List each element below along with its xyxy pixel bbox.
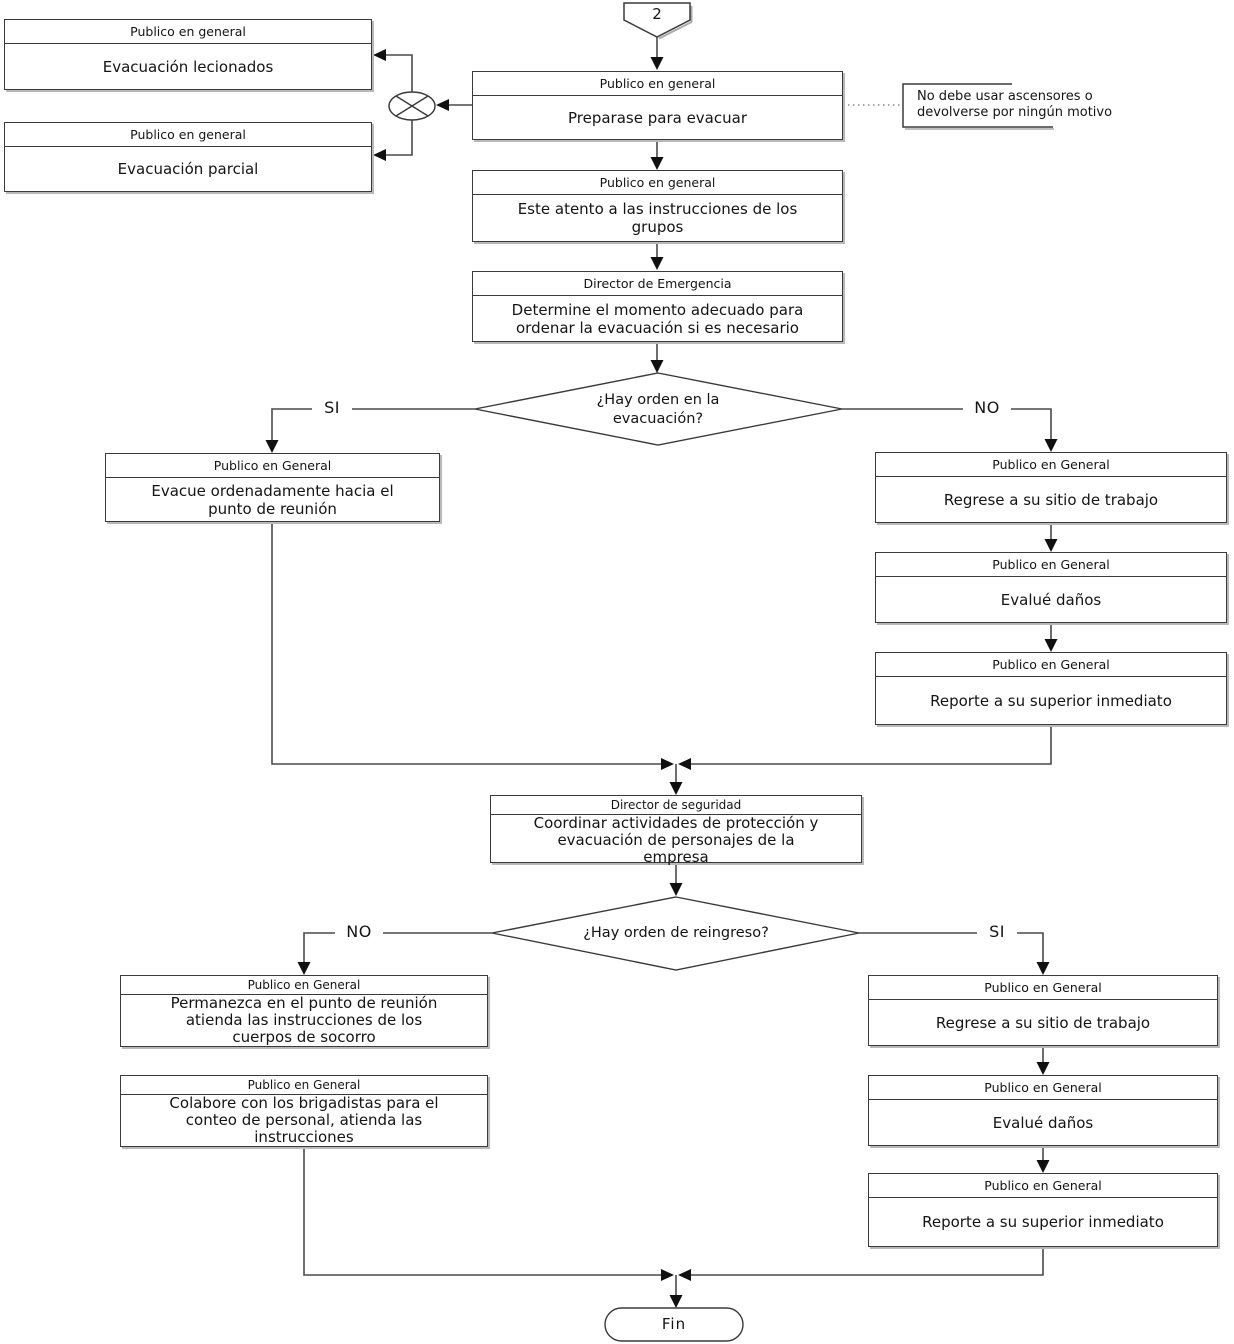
- node-action-text: Reporte a su superior inmediato: [922, 1213, 1164, 1231]
- arrowhead-icon: [661, 1269, 674, 1281]
- node-action-text: Evacuación parcial: [117, 160, 259, 178]
- connector-line: [859, 932, 1044, 963]
- node-role-header: Publico en general: [473, 72, 842, 96]
- node-action-text: Coordinar actividades de protección y ev…: [533, 814, 819, 866]
- arrowheads: [265, 49, 1058, 1308]
- offpage-connector-label: 2: [652, 5, 662, 23]
- terminator-fin-shape: [604, 1307, 744, 1342]
- node-role-header: Publico en General: [869, 1174, 1217, 1198]
- arrowhead-icon: [1036, 1160, 1050, 1173]
- node-role-header: Publico en General: [106, 454, 439, 478]
- arrowhead-icon: [1044, 539, 1058, 552]
- node-role-header: Director de Emergencia: [473, 272, 842, 296]
- node-role-header: Publico en general: [5, 123, 371, 147]
- decision-question-reingreso: ¿Hay orden de reingreso?: [583, 925, 769, 941]
- arrowhead-icon: [297, 962, 311, 975]
- connector-line: [303, 1147, 661, 1276]
- arrowhead-icon: [650, 360, 664, 373]
- node-action-text: Evacue ordenadamente hacia el punto de r…: [151, 481, 394, 518]
- connector-line: [691, 725, 1052, 765]
- node-evacuacion-parcial: Publico en general Evacuación parcial: [4, 122, 372, 192]
- node-role-header: Publico en General: [121, 976, 487, 995]
- node-action-text: Regrese a su sitio de trabajo: [935, 1013, 1151, 1032]
- node-action-text: Colabore con los brigadistas para el con…: [169, 1094, 439, 1146]
- arrowhead-icon: [265, 440, 279, 453]
- connector-line: [303, 932, 492, 963]
- connector-line: [842, 408, 1052, 440]
- node-action-text: Evacuación lecionados: [102, 57, 274, 76]
- node-evacuacion-lecionados: Publico en general Evacuación lecionados: [4, 19, 372, 90]
- arrowhead-icon: [373, 149, 386, 161]
- connector-line: [691, 1247, 1044, 1276]
- node-action-text: Este atento a las instrucciones de los g…: [517, 200, 798, 236]
- decision-diamond-evacuacion: [474, 372, 843, 446]
- node-regrese-trabajo-1: Publico en General Regrese a su sitio de…: [875, 452, 1227, 523]
- node-action-text: Evalué daños: [1000, 590, 1102, 609]
- arrowhead-icon: [436, 99, 449, 111]
- branch-label-si-2: SI: [977, 921, 1017, 941]
- crossed-circle-junction-icon: [388, 91, 436, 121]
- pentagon-shadow: [658, 6, 693, 40]
- node-reporte-superior-2: Publico en General Reporte a su superior…: [868, 1173, 1218, 1247]
- arrowhead-icon: [1036, 1062, 1050, 1075]
- arrowhead-icon: [661, 758, 674, 770]
- arrowhead-icon: [669, 1295, 683, 1308]
- arrowhead-icon: [669, 782, 683, 795]
- node-role-header: Publico en General: [876, 553, 1226, 577]
- node-role-header: Publico en general: [5, 20, 371, 44]
- arrowhead-icon: [650, 157, 664, 170]
- node-role-header: Publico en general: [473, 171, 842, 195]
- branch-label-no-2: NO: [335, 921, 383, 941]
- node-evalue-danos-2: Publico en General Evalué daños: [868, 1075, 1218, 1146]
- node-action-text: Permanezca en el punto de reunión atiend…: [170, 994, 438, 1046]
- arrowhead-icon: [373, 49, 386, 61]
- node-action-text: Reporte a su superior inmediato: [930, 691, 1172, 710]
- arrowhead-icon: [1036, 962, 1050, 975]
- branch-label-si-1: SI: [312, 397, 352, 417]
- arrowhead-icon: [678, 758, 691, 770]
- node-director-emergencia: Director de Emergencia Determine el mome…: [472, 271, 843, 342]
- node-action-text: Regrese a su sitio de trabajo: [943, 490, 1159, 509]
- connector-line: [271, 408, 475, 441]
- terminator-fin-label: Fin: [661, 1315, 687, 1333]
- offpage-connector-shape: [623, 2, 691, 38]
- connector-lines: [271, 37, 1052, 1296]
- node-role-header: Publico en General: [869, 1076, 1217, 1100]
- node-colabore-brigadistas: Publico en General Colabore con los brig…: [120, 1075, 488, 1147]
- arrowhead-icon: [650, 57, 664, 70]
- arrowhead-icon: [1044, 639, 1058, 652]
- node-regrese-trabajo-2: Publico en General Regrese a su sitio de…: [868, 975, 1218, 1046]
- branch-label-no-1: NO: [963, 397, 1011, 417]
- node-role-header: Publico en General: [876, 453, 1226, 477]
- node-role-header: Publico en General: [869, 976, 1217, 1000]
- annotation-bracket: [902, 83, 1053, 128]
- node-evalue-danos-1: Publico en General Evalué daños: [875, 552, 1227, 623]
- connector-line: [386, 120, 413, 156]
- connector-line: [271, 522, 661, 765]
- node-reporte-superior-1: Publico en General Reporte a su superior…: [875, 652, 1227, 725]
- node-director-seguridad: Director de seguridad Coordinar activida…: [490, 795, 862, 866]
- arrowhead-icon: [1044, 439, 1058, 452]
- node-preparase-evacuar: Publico en general Preparase para evacua…: [472, 71, 843, 140]
- arrowhead-icon: [669, 883, 683, 896]
- node-role-header: Publico en General: [121, 1076, 487, 1095]
- node-evacue-ordenadamente: Publico en General Evacue ordenadamente …: [105, 453, 440, 522]
- node-este-atento: Publico en general Este atento a las ins…: [472, 170, 843, 242]
- node-permanezca-punto: Publico en General Permanezca en el punt…: [120, 975, 488, 1047]
- node-action-text: Determine el momento adecuado para orden…: [511, 300, 804, 337]
- node-action-text: Preparase para evacuar: [568, 108, 747, 127]
- decision-question-evacuacion: ¿Hay orden en la evacuación?: [596, 392, 720, 427]
- arrowhead-icon: [678, 1269, 691, 1281]
- node-action-text: Evalué daños: [992, 1113, 1094, 1132]
- node-role-header: Publico en General: [876, 653, 1226, 677]
- connector-line: [386, 54, 413, 92]
- decision-diamond-reingreso: [491, 896, 860, 971]
- arrowhead-icon: [650, 257, 664, 270]
- annotation-note-text: No debe usar ascensores o devolverse por…: [917, 89, 1113, 120]
- node-role-header: Director de seguridad: [491, 796, 861, 815]
